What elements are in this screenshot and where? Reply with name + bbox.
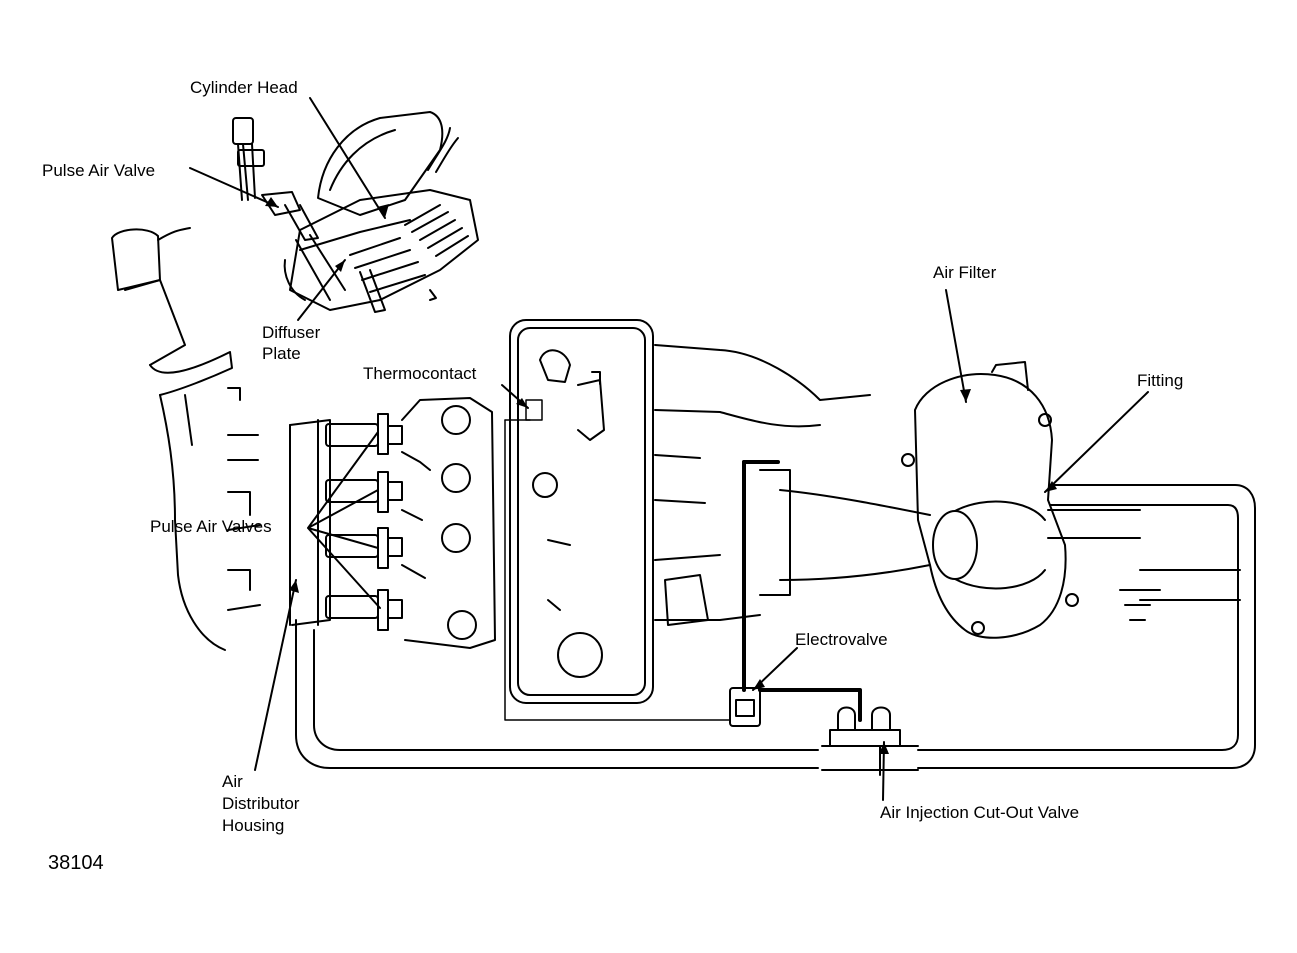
exhaust-pipe xyxy=(111,227,241,651)
label-air-distributor-line3: Housing xyxy=(222,816,285,835)
label-air-filter: Air Filter xyxy=(933,263,997,282)
label-diffuser-plate-line1: Diffuser xyxy=(262,323,321,342)
electrovalve xyxy=(729,687,761,727)
air-injection-cutout-valve xyxy=(821,706,919,776)
pulse-air-valves xyxy=(325,413,403,631)
label-air-injection-cutout-valve: Air Injection Cut-Out Valve xyxy=(880,803,1080,822)
label-cylinder-head: Cylinder Head xyxy=(190,78,298,97)
air-hose-loop xyxy=(295,484,1256,769)
label-thermocontact: Thermocontact xyxy=(363,364,477,383)
label-air-distributor-line2: Distributor xyxy=(222,794,300,813)
label-pulse-air-valve: Pulse Air Valve xyxy=(42,161,156,180)
label-air-distributor-line1: Air xyxy=(222,772,243,791)
air-filter xyxy=(901,361,1241,639)
inset-cylinder-head-detail xyxy=(232,111,479,313)
engine-block xyxy=(509,319,931,704)
exhaust-manifold xyxy=(401,397,496,649)
label-fitting: Fitting xyxy=(1137,371,1184,390)
figure-number: 38104 xyxy=(48,852,104,874)
label-electrovalve: Electrovalve xyxy=(795,630,888,649)
vacuum-lines xyxy=(742,460,862,722)
leader-arrowheads xyxy=(265,197,1057,754)
label-pulse-air-valves: Pulse Air Valves xyxy=(150,517,272,536)
thermocontact-wire xyxy=(504,399,731,721)
label-diffuser-plate-line2: Plate xyxy=(262,344,301,363)
